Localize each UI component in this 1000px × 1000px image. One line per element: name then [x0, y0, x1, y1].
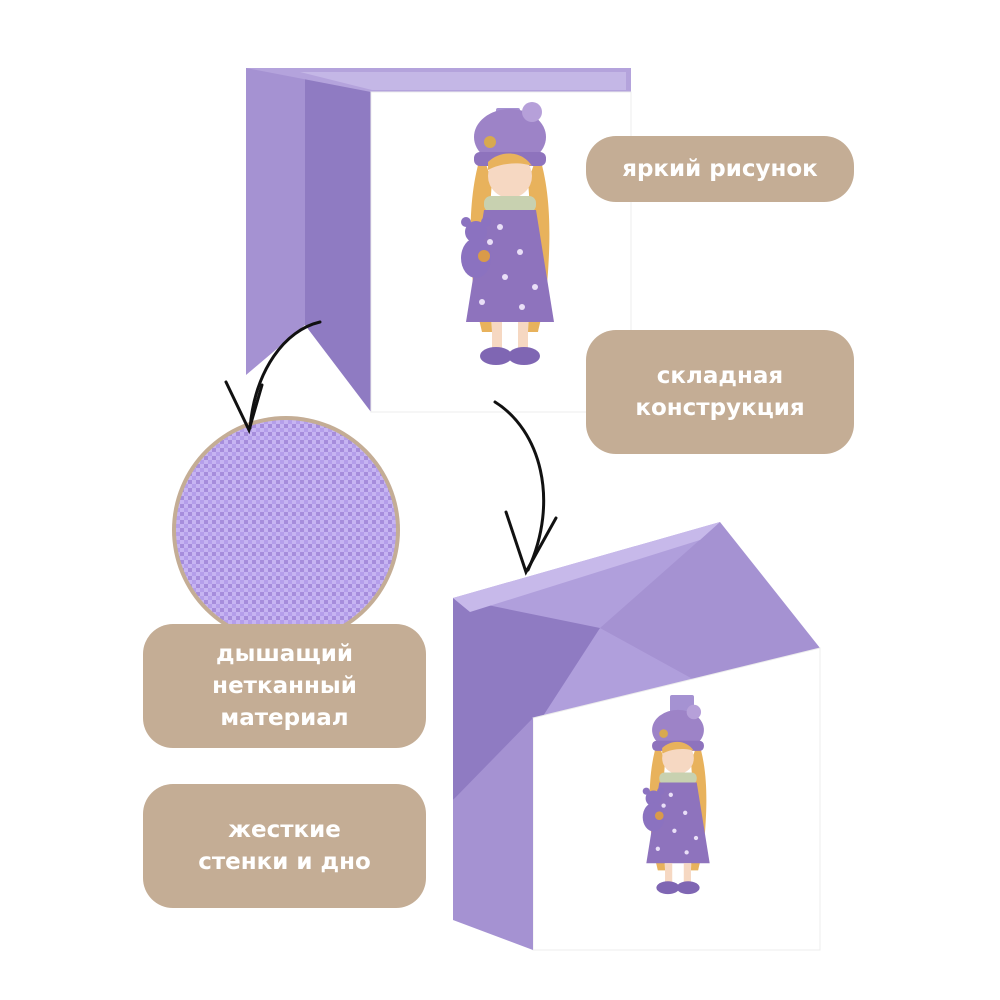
feature-text: яркий рисунок [622, 156, 818, 182]
fabric-texture-swatch [172, 416, 400, 644]
feature-text: складная [656, 363, 784, 389]
curved-arrow-icon [224, 320, 322, 435]
feature-text: материал [220, 705, 349, 731]
feature-text: конструкция [635, 395, 805, 421]
feature-label-fabric: дышащий нетканный материал [143, 624, 426, 748]
curved-arrow-icon [493, 400, 558, 576]
feature-text: нетканный [212, 673, 357, 699]
folding-box [453, 522, 821, 951]
feature-label-rigid-walls: жесткие стенки и дно [143, 784, 426, 908]
assembled-box [246, 68, 632, 413]
feature-label-bright-print: яркий рисунок [586, 136, 854, 202]
feature-text: дышащий [216, 641, 353, 667]
feature-text: стенки и дно [198, 849, 371, 875]
feature-text: жесткие [228, 817, 341, 843]
feature-label-foldable: складная конструкция [586, 330, 854, 454]
